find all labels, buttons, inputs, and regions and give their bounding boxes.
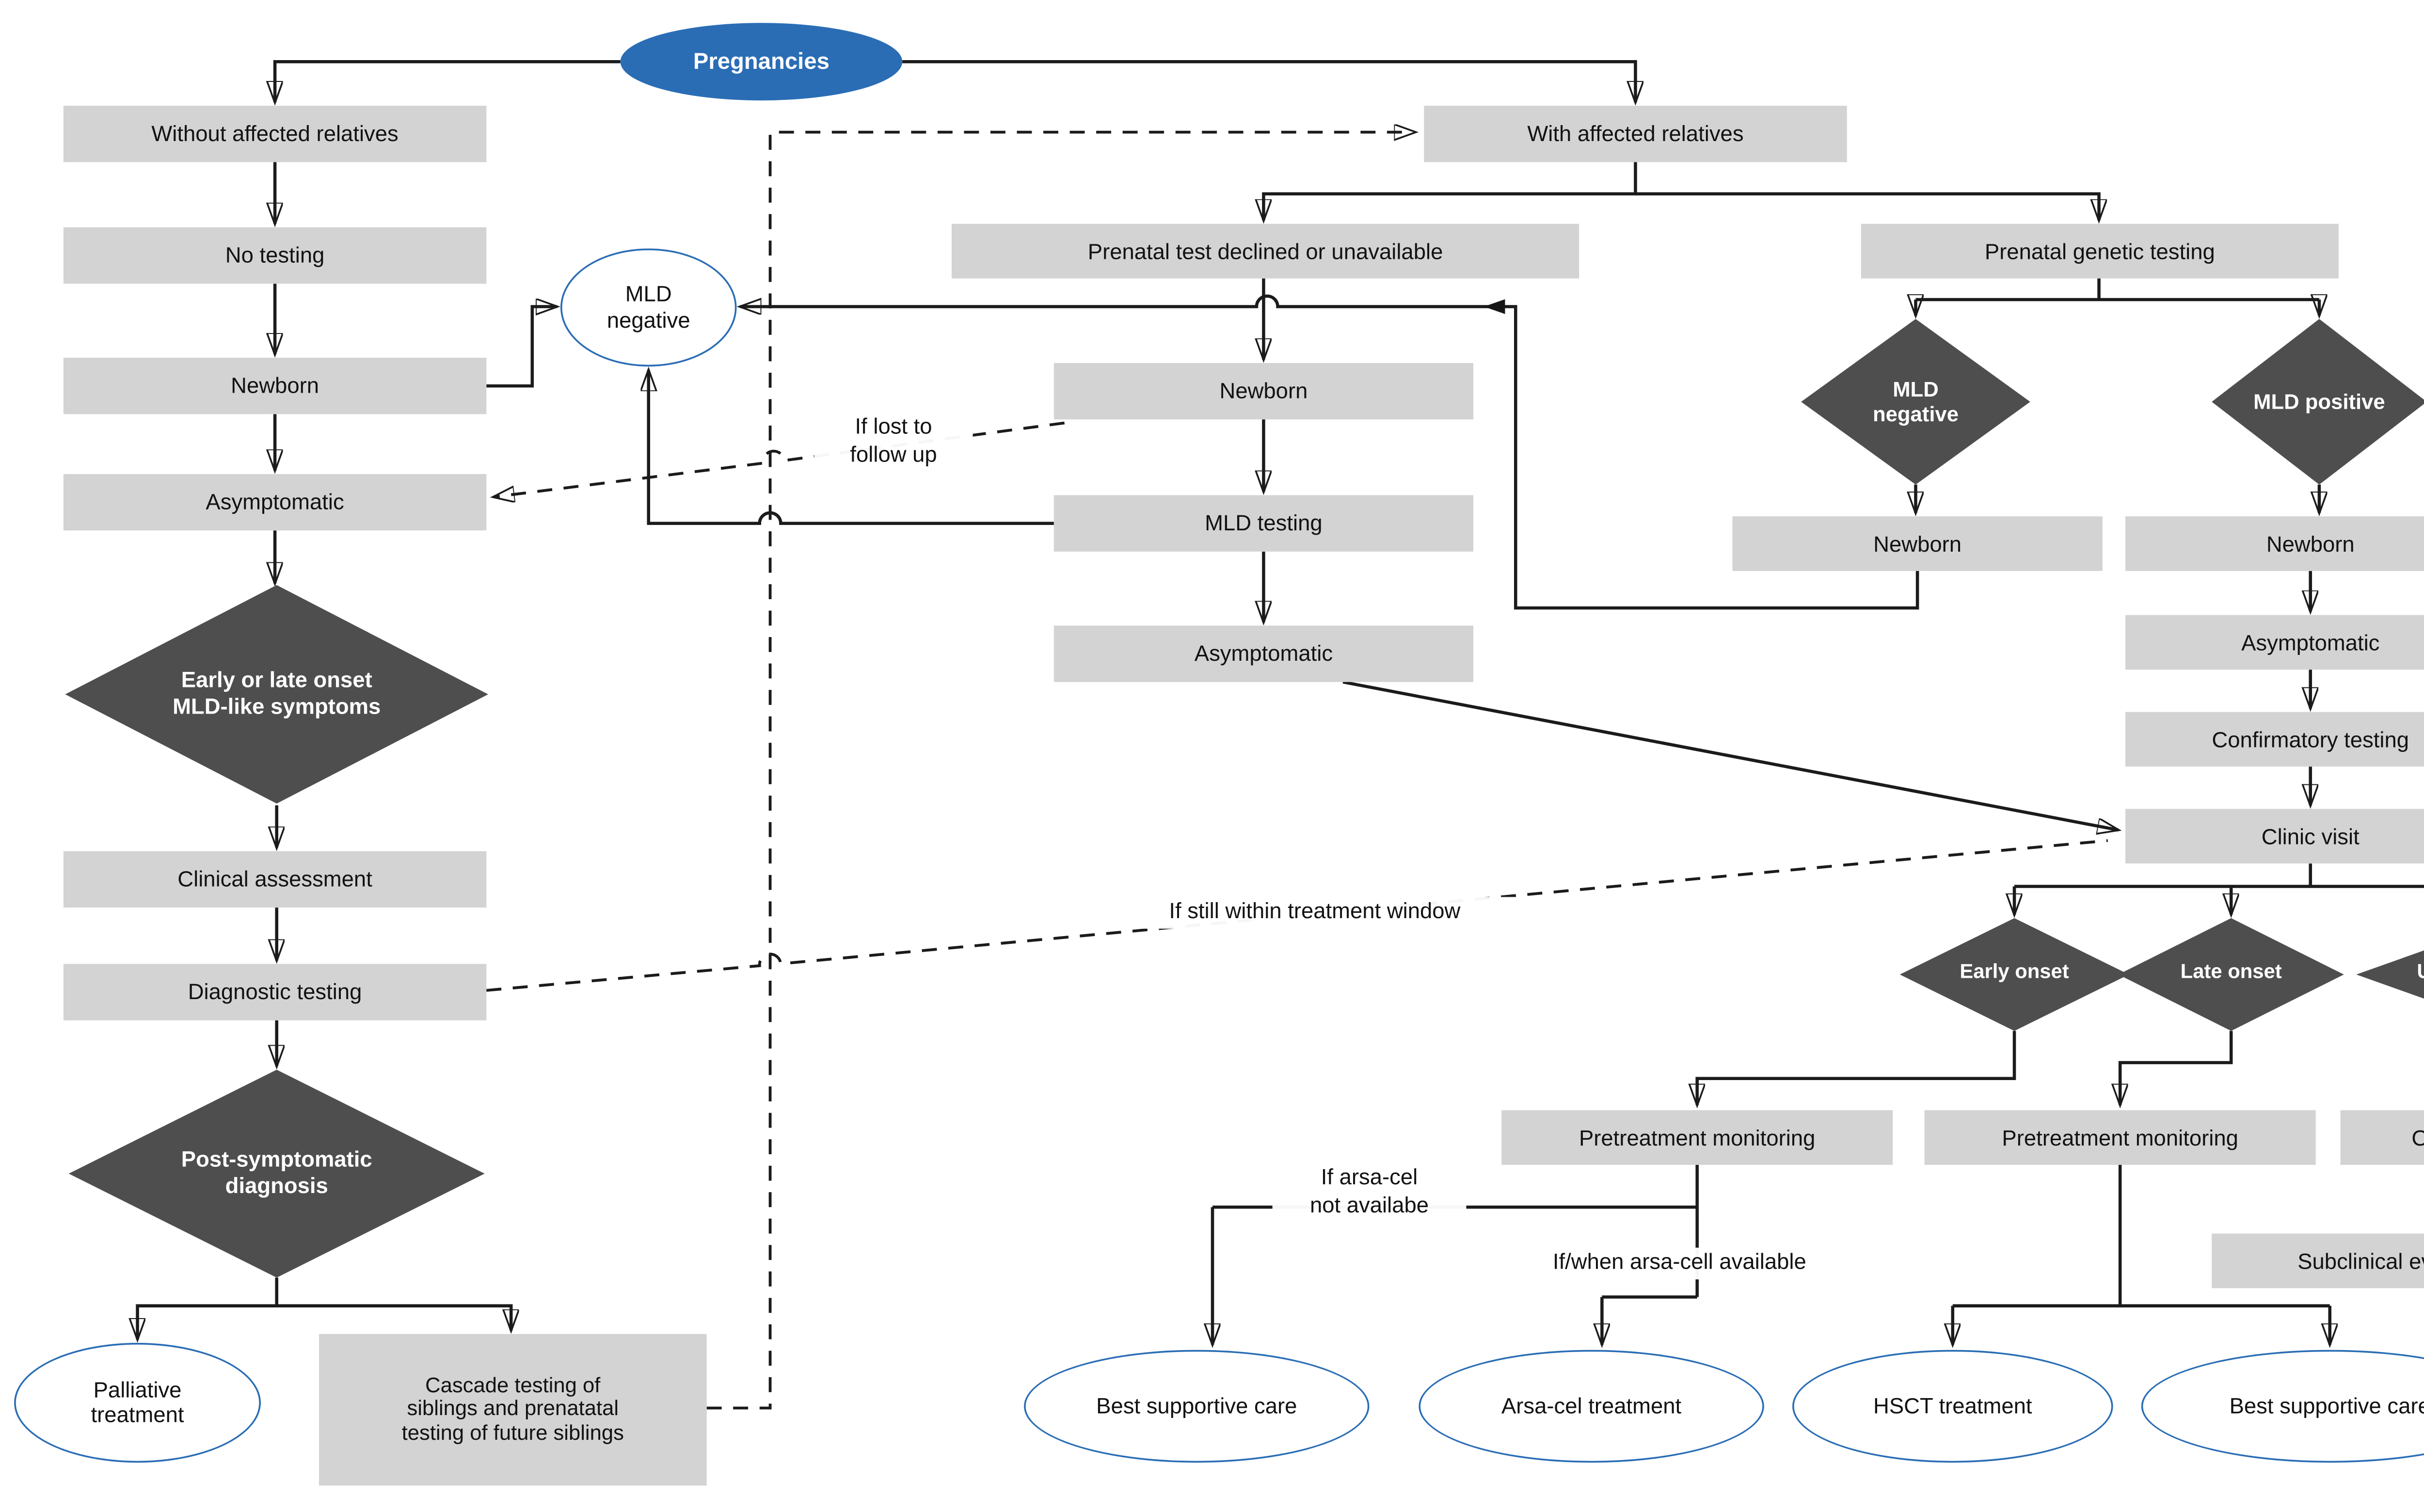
node-newborn-mid: Newborn (1053, 363, 1474, 420)
node-asymptomatic-left: Asymptomatic (63, 474, 487, 531)
node-early-late-onset-diamond: Early or late onset MLD-like symptoms (65, 585, 488, 804)
edge-earlyonset-pretreat1 (1697, 1031, 2016, 1105)
edge-with-prenataldeclined (1263, 162, 1637, 220)
node-ongoing-monitoring: Ongoing monitoring (2340, 1110, 2424, 1165)
label-if-when-arsa-cell-available: If/when arsa-cell available (1483, 1247, 1875, 1279)
node-newborn-left: Newborn (63, 357, 487, 414)
edge-lateonset-pretreat2 (2120, 1031, 2233, 1105)
node-arsa-cel-treatment: Arsa-cel treatment (1419, 1350, 1764, 1463)
node-mld-negative-ellipse: MLD negative (560, 248, 737, 367)
node-asymptomatic-right: Asymptomatic (2125, 615, 2424, 670)
node-clinic-visit: Clinic visit (2125, 809, 2424, 864)
node-asymptomatic-mid: Asymptomatic (1053, 625, 1474, 682)
label-if-still-within-treatment-window: If still within treatment window (1078, 897, 1551, 928)
edge-clinic-onset-trunk (2014, 863, 2424, 888)
node-confirmatory-testing: Confirmatory testing (2125, 712, 2424, 767)
node-without-affected-relatives: Without affected relatives (63, 106, 487, 162)
edge-pregnancies-without (275, 60, 621, 102)
edge-genetic-trunk (1915, 278, 2319, 302)
node-newborn-right1: Newborn (1732, 516, 2103, 571)
node-best-supportive-care-1: Best supportive care (1024, 1350, 1370, 1463)
node-palliative-treatment: Palliative treatment (14, 1343, 261, 1463)
node-late-onset-diamond: Late onset (2118, 918, 2344, 1031)
mid-arrowhead (1483, 299, 1505, 314)
node-clinical-assessment: Clinical assessment (63, 851, 487, 908)
edge-postsymp-cascade (276, 1304, 511, 1331)
edge-asympmid-clinicvisit (1342, 680, 2118, 830)
node-post-symptomatic-diamond: Post-symptomatic diagnosis (68, 1069, 485, 1278)
node-newborn-right2: Newborn (2125, 516, 2424, 571)
edge-newbornleft-mldneg (486, 307, 557, 388)
node-pretreatment-monitoring-2: Pretreatment monitoring (1924, 1110, 2316, 1165)
node-early-onset-diamond: Early onset (1899, 918, 2129, 1031)
node-hsct-treatment: HSCT treatment (1792, 1350, 2113, 1463)
edge-treatment-window-dashed (486, 839, 2108, 992)
node-mld-negative-diamond: MLD negative (1801, 318, 2030, 485)
edge-pretreat2-trunk (1952, 1164, 2330, 1307)
node-pregnancies: Pregnancies (620, 23, 903, 101)
node-prenatal-test-declined: Prenatal test declined or unavailable (952, 223, 1579, 279)
edge-pregnancies-with (902, 60, 1635, 102)
node-prenatal-genetic-testing: Prenatal genetic testing (1861, 223, 2339, 279)
node-cascade-testing: Cascade testing of siblings and prenatat… (319, 1334, 707, 1486)
edge-lost-followup-dashed (494, 421, 1065, 497)
node-subclinical-evidence: Subclinical evidence of symptoms (2212, 1233, 2424, 1289)
node-mld-positive-diamond: MLD positive (2212, 318, 2424, 485)
node-diagnostic-testing: Diagnostic testing (63, 964, 487, 1020)
edge-postsymp-palliative (138, 1277, 278, 1339)
edge-with-prenatalgenetic (1635, 192, 2099, 221)
node-with-affected-relatives: With affected relatives (1424, 106, 1847, 162)
node-undetermined-onset-diamond: Undetermined onset (2356, 918, 2424, 1031)
label-if-lost-to-follow-up: If lost to follow up (814, 412, 973, 471)
node-pretreatment-monitoring-1: Pretreatment monitoring (1501, 1110, 1893, 1165)
edge-cascade-withrelatives-dashed (706, 132, 1415, 1410)
node-mld-testing: MLD testing (1053, 495, 1474, 552)
label-if-arsa-cel-not-available: If arsa-cel not availabe (1272, 1163, 1467, 1222)
edge-newbornright1-mldnegellipse (740, 294, 1919, 610)
node-no-testing: No testing (63, 227, 487, 284)
